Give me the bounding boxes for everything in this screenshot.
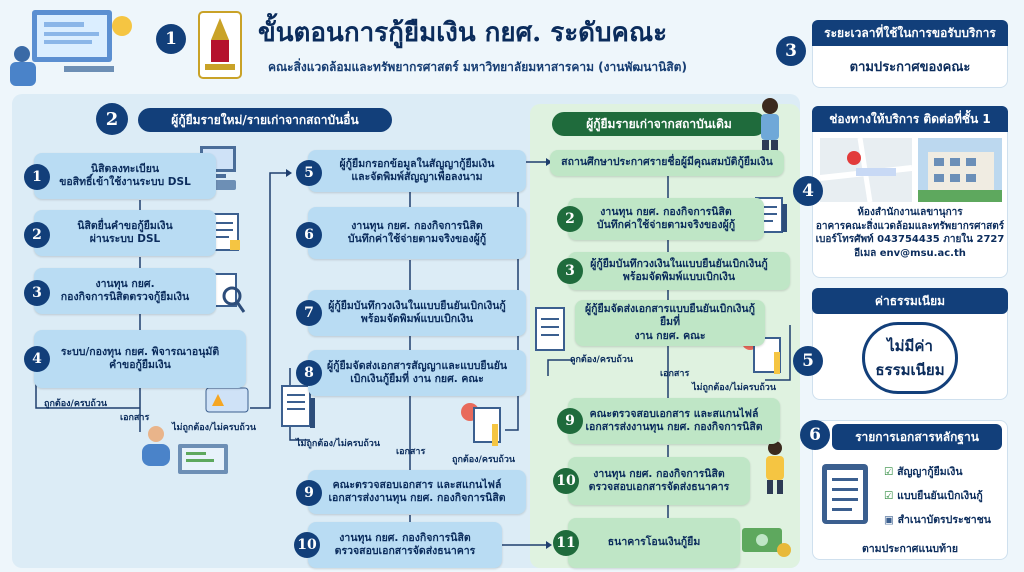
- step-number-badge: 10: [294, 532, 320, 558]
- document-icon: [535, 307, 565, 351]
- error-document-icon: [461, 403, 501, 446]
- flow-step-box: ผู้กู้ยืมจัดส่งเอกสารแบบยืนยันเบิกเงินกู…: [575, 300, 765, 346]
- flow-step-box: งานทุน กยศ. กองกิจการนิสิต บันทึกค่าใช้จ…: [568, 198, 764, 240]
- label-correct: ถูกต้อง/ครบถ้วน: [452, 455, 516, 465]
- section-4-badge: 4: [793, 176, 823, 206]
- page-title: ขั้นตอนการกู้ยืมเงิน กยศ. ระดับคณะ: [258, 18, 668, 48]
- step-number-badge: 2: [24, 222, 50, 248]
- flow-step-box: ผู้กู้ยืมบันทึกวงเงินในแบบยืนยันเบิกเงิน…: [308, 290, 526, 336]
- flow-step-box: ผู้กู้ยืมบันทึกวงเงินในแบบยืนยันเบิกเงิน…: [568, 252, 790, 290]
- time-body: ตามประกาศของคณะ: [849, 60, 971, 75]
- contact-line: อาคารคณะสิ่งแวดล้อมและทรัพยากรศาสตร์: [815, 220, 1005, 232]
- flow-step-box: งานทุน กยศ. กองกิจการนิสิตตรวจกู้ยืมเงิน: [34, 268, 216, 314]
- flow-step-box: นิสิตลงทะเบียน ขอสิทธิ์เข้าใช้งานระบบ DS…: [34, 153, 216, 199]
- flow-step-box: ระบบ/กองทุน กยศ. พิจารณาอนุมัติ คำขอกู้ย…: [34, 330, 246, 388]
- money-icon: [742, 528, 791, 557]
- section-5-badge: 5: [793, 346, 823, 376]
- map-image: [820, 138, 912, 202]
- contact-line: อีเมล env@msu.ac.th: [854, 247, 966, 259]
- fee-badge: ไม่มีค่า ธรรมเนียม: [862, 322, 958, 394]
- flow-step-box: นิสิตยื่นคำขอกู้ยืมเงิน ผ่านระบบ DSL: [34, 210, 216, 256]
- step-number-badge: 10: [553, 468, 579, 494]
- computer-user-illustration: [10, 10, 132, 86]
- step-number-badge: 9: [557, 408, 583, 434]
- label-docs: เอกสาร: [396, 447, 426, 457]
- step-number-badge: 4: [24, 346, 50, 372]
- flow-step-box: งานทุน กยศ. กองกิจการนิสิต ตรวจสอบเอกสาร…: [308, 522, 502, 568]
- docs-footer: ตามประกาศแนบท้าย: [861, 543, 959, 555]
- section-1-badge: 1: [156, 24, 186, 54]
- doc-item: ▣ สำเนาบัตรประชาชน: [884, 508, 1008, 532]
- step-number-badge: 3: [24, 280, 50, 306]
- step-number-badge: 3: [557, 258, 583, 284]
- flow-step-box: งานทุน กยศ. กองกิจการนิสิต บันทึกค่าใช้จ…: [308, 207, 526, 259]
- section-6-badge: 6: [800, 420, 830, 450]
- section-2-badge: 2: [96, 103, 128, 135]
- student-illustration: [761, 98, 779, 154]
- staff-person-icon: [142, 426, 170, 466]
- flow-step-box: คณะตรวจสอบเอกสาร และสแกนไฟล์ เอกสารส่งงา…: [568, 398, 780, 444]
- clipboard-icon: [822, 464, 868, 524]
- label-correct: ถูกต้อง/ครบถ้วน: [44, 399, 108, 409]
- fee-body: ไม่มีค่า ธรรมเนียม: [875, 337, 945, 379]
- flow-step-box: สถานศึกษาประกาศรายชื่อผู้มีคุณสมบัติกู้ย…: [550, 150, 784, 176]
- flow-step-box: ธนาคารโอนเงินกู้ยืม: [568, 518, 740, 568]
- contact-lines: ห้องสำนักงานเลขานุการ อาคารคณะสิ่งแวดล้อ…: [812, 206, 1008, 260]
- building-photo: [918, 138, 1002, 202]
- doc-item-label: สำเนาบัตรประชาชน: [897, 514, 991, 527]
- label-incorrect: ไม่ถูกต้อง/ไม่ครบถ้วน: [692, 383, 776, 393]
- alert-window-icon: [205, 387, 249, 413]
- left-section-heading: ผู้กู้ยืมรายใหม่/รายเก่าจากสถาบันอื่น: [138, 108, 392, 132]
- section-3-badge: 3: [776, 36, 806, 66]
- docs-list: ☑ สัญญากู้ยืมเงิน ☑ แบบยืนยันเบิกเงินกู้…: [884, 460, 1008, 532]
- header-banner: [0, 0, 800, 92]
- label-docs: เอกสาร: [120, 413, 150, 423]
- contact-line: เบอร์โทรศัพท์ 043754435 ภายใน 2727: [815, 234, 1005, 245]
- flow-step-box: ผู้กู้ยืมกรอกข้อมูลในสัญญากู้ยืมเงิน และ…: [308, 150, 526, 192]
- label-incorrect: ไม่ถูกต้อง/ไม่ครบถ้วน: [172, 423, 256, 433]
- flow-step-box: ผู้กู้ยืมจัดส่งเอกสารสัญญาและแบบยืนยัน เ…: [308, 350, 526, 396]
- fee-heading: ค่าธรรมเนียม: [812, 288, 1008, 314]
- computer-screen-icon: [178, 444, 228, 474]
- step-number-badge: 5: [296, 160, 322, 186]
- flow-step-box: คณะตรวจสอบเอกสาร และสแกนไฟล์ เอกสารส่งงา…: [308, 470, 526, 514]
- time-heading: ระยะเวลาที่ใช้ในการขอรับบริการ: [812, 20, 1008, 46]
- right-section-heading: ผู้กู้ยืมรายเก่าจากสถาบันเดิม: [552, 112, 766, 136]
- page-subtitle: คณะสิ่งแวดล้อมและทรัพยากรศาสตร์ มหาวิทยา…: [268, 60, 687, 74]
- step-number-badge: 2: [557, 206, 583, 232]
- label-docs: เอกสาร: [660, 369, 690, 379]
- checkbox-checked-icon: ☑: [884, 490, 898, 503]
- step-number-badge: 9: [296, 480, 322, 506]
- step-number-badge: 1: [24, 164, 50, 190]
- label-incorrect: ไม่ถูกต้อง/ไม่ครบถ้วน: [296, 439, 380, 449]
- doc-item: ☑ แบบยืนยันเบิกเงินกู้: [884, 484, 1008, 508]
- step-number-badge: 6: [296, 222, 322, 248]
- student-with-document-icon: [766, 441, 784, 494]
- step-number-badge: 11: [553, 530, 579, 556]
- id-card-icon: ▣: [884, 514, 898, 527]
- step-number-badge: 8: [296, 360, 322, 386]
- label-correct: ถูกต้อง/ครบถ้วน: [570, 355, 634, 365]
- contact-line: ห้องสำนักงานเลขานุการ: [857, 207, 963, 218]
- doc-item: ☑ สัญญากู้ยืมเงิน: [884, 460, 1008, 484]
- docs-heading: รายการเอกสารหลักฐาน: [832, 424, 1002, 450]
- doc-item-label: แบบยืนยันเบิกเงินกู้: [897, 490, 983, 503]
- doc-item-label: สัญญากู้ยืมเงิน: [897, 466, 963, 478]
- contact-heading: ช่องทางให้บริการ ติดต่อที่ชั้น 1: [812, 106, 1008, 132]
- flow-step-box: งานทุน กยศ. กองกิจการนิสิต ตรวจสอบเอกสาร…: [568, 457, 750, 505]
- checkbox-checked-icon: ☑: [884, 466, 898, 478]
- document-pen-icon: [281, 385, 315, 428]
- university-seal-logo: [198, 11, 242, 79]
- step-number-badge: 7: [296, 300, 322, 326]
